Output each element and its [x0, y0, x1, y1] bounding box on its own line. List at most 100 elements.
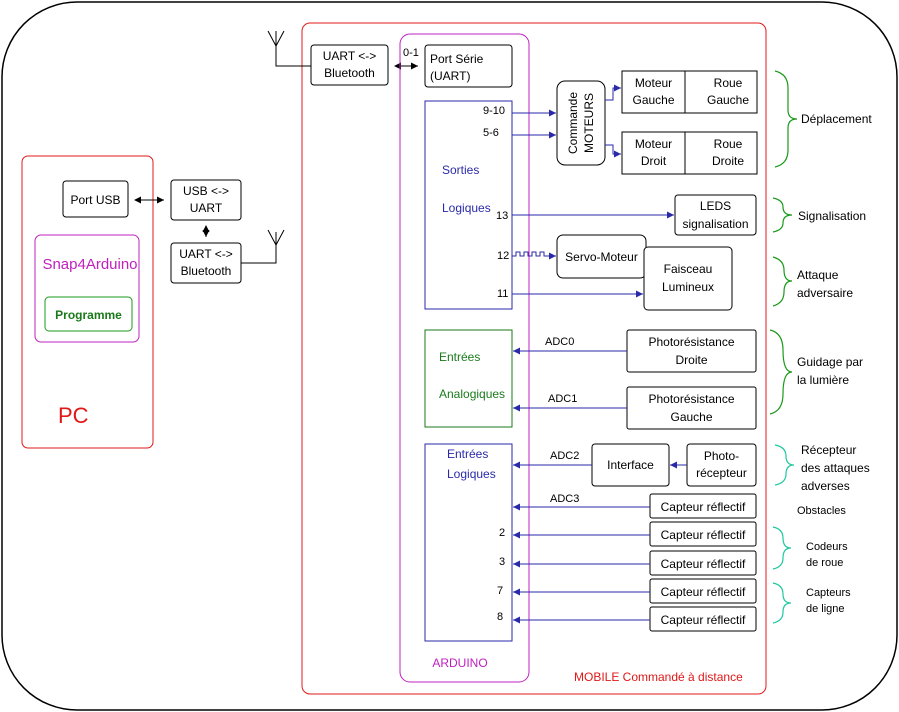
capteur-reflectif-2: Capteur réflectif: [649, 521, 757, 547]
sorties-logiques-box: [424, 100, 513, 310]
pin-labels: 9-10 5-6 13 12 11 ADC0 ADC1 ADC2 ADC3 2 …: [483, 105, 579, 623]
pc-antenna-icon: [241, 229, 285, 264]
faisceau-line2: Lumineux: [662, 280, 714, 294]
entrees-log-line2: Logiques: [447, 467, 496, 481]
arrow-cmd-moteur-g: [605, 84, 621, 101]
photo-recepteur-line2: récepteur: [696, 466, 747, 480]
brace-deplacement: [774, 70, 798, 168]
group-recepteur-line2: des attaques: [801, 461, 870, 475]
moteur-gauche-line1: Moteur: [635, 76, 672, 90]
pin-5-6: 5-6: [483, 127, 499, 139]
group-capteurs-ligne-line1: Capteurs: [806, 587, 851, 599]
capteur-2-label: Capteur réflectif: [661, 528, 746, 542]
arduino-caption: ARDUINO: [432, 656, 487, 670]
brace-attaque: [772, 256, 793, 307]
entrees-log-line1: Entrées: [447, 447, 488, 461]
leds-box: [674, 194, 757, 236]
photo-gauche-line1: Photorésistance: [648, 392, 734, 406]
mobile-uart-bt-box: [310, 44, 389, 86]
port-serie-line1: Port Série: [430, 52, 484, 66]
group-recepteur-line3: adverses: [801, 479, 850, 493]
photo-recepteur-line1: Photo-: [704, 449, 739, 463]
entrees-analogiques-box: [424, 329, 513, 428]
capteur-1-label: Capteur réflectif: [661, 500, 746, 514]
port-usb-box: [62, 180, 129, 218]
group-deplacement: Déplacement: [801, 112, 872, 126]
moteur-gauche-line2: Gauche: [632, 93, 674, 107]
commande-moteurs-box: [556, 80, 606, 166]
group-codeurs-line1: Codeurs: [806, 541, 848, 553]
usb-uart-box: [170, 179, 242, 221]
group-recepteur-line1: Récepteur: [801, 443, 856, 457]
capteur-4-label: Capteur réflectif: [661, 585, 746, 599]
arduino-box: [399, 33, 530, 683]
mobile-uart-bt-line1: UART <->: [323, 49, 377, 63]
group-guidage-line2: la lumière: [797, 373, 849, 387]
entrees-logiques-box: [424, 443, 513, 642]
roue-gauche-box: [684, 70, 758, 114]
pin-2: 2: [499, 527, 505, 539]
port-usb-label: Port USB: [70, 193, 120, 207]
pin-13: 13: [496, 210, 508, 222]
pin-7: 7: [497, 585, 503, 597]
usb-uart-line2: UART: [190, 201, 223, 215]
entrees-ana-line2: Analogiques: [439, 387, 505, 401]
roue-gauche-line1: Roue: [714, 76, 743, 90]
mobile-uart-bt-line2: Bluetooth: [324, 66, 375, 80]
capteur-3-label: Capteur réflectif: [661, 557, 746, 571]
moteur-droit-line2: Droit: [641, 154, 667, 168]
photo-droite-line2: Droite: [675, 353, 707, 367]
commande-line1: Commande: [566, 92, 580, 154]
pc-label: PC: [58, 403, 89, 428]
capteur-5-label: Capteur réflectif: [661, 613, 746, 627]
leds-line2: signalisation: [682, 217, 748, 231]
sorties-line2: Logiques: [442, 201, 491, 215]
pc-box: [21, 155, 154, 449]
pc-uart-bt-line1: UART <->: [179, 247, 233, 261]
commande-line2: MOTEURS: [582, 93, 596, 153]
capteur-reflectif-3: Capteur réflectif: [649, 550, 757, 576]
roue-droite-box: [684, 131, 758, 175]
pin-3: 3: [499, 556, 505, 568]
pin-11: 11: [497, 288, 508, 300]
pin-adc3: ADC3: [550, 493, 579, 505]
photo-droite-line1: Photorésistance: [648, 335, 734, 349]
roue-gauche-line2: Gauche: [707, 93, 749, 107]
pin-adc0: ADC0: [545, 336, 574, 348]
brace-codeurs: [772, 526, 792, 570]
pin-adc1: ADC1: [548, 393, 577, 405]
group-attaque-line1: Attaque: [797, 268, 839, 282]
faisceau-line1: Faisceau: [664, 262, 713, 276]
brace-guidage: [769, 329, 793, 415]
usb-uart-line1: USB <->: [183, 184, 229, 198]
arrow-12-pwm: [512, 251, 556, 260]
capteur-reflectif-1: Capteur réflectif: [649, 493, 757, 519]
brace-signalisation: [772, 197, 793, 233]
pin-9-10: 9-10: [483, 105, 505, 117]
capteur-reflectif-5: Capteur réflectif: [649, 606, 757, 632]
group-signalisation: Signalisation: [798, 209, 866, 223]
entrees-ana-line1: Entrées: [439, 350, 480, 364]
mobile-antenna-icon: [267, 30, 311, 67]
servo-label: Servo-Moteur: [565, 250, 638, 264]
roue-droite-line2: Droite: [712, 154, 744, 168]
pin-adc2: ADC2: [550, 450, 579, 462]
programme-box: [44, 296, 133, 332]
leds-line1: LEDS: [700, 199, 731, 213]
interface-label: Interface: [607, 458, 654, 472]
snap4arduino-box: [34, 234, 140, 343]
pin-8: 8: [497, 611, 503, 623]
moteur-droit-line1: Moteur: [635, 137, 672, 151]
mobile-caption: MOBILE Commandé à distance: [574, 670, 743, 684]
roue-droite-line1: Roue: [714, 137, 743, 151]
faisceau-box: [643, 246, 733, 311]
group-guidage-line1: Guidage par: [797, 355, 863, 369]
port-serie-line2: (UART): [430, 69, 470, 83]
brace-capteurs-ligne: [772, 582, 792, 624]
group-capteurs-ligne-line2: de ligne: [806, 603, 845, 615]
arrow-cmd-moteur-d: [605, 144, 621, 158]
pc-uart-bt-line2: Bluetooth: [181, 264, 232, 278]
group-attaque-line2: adversaire: [797, 286, 853, 300]
capteur-reflectif-4: Capteur réflectif: [649, 578, 757, 604]
